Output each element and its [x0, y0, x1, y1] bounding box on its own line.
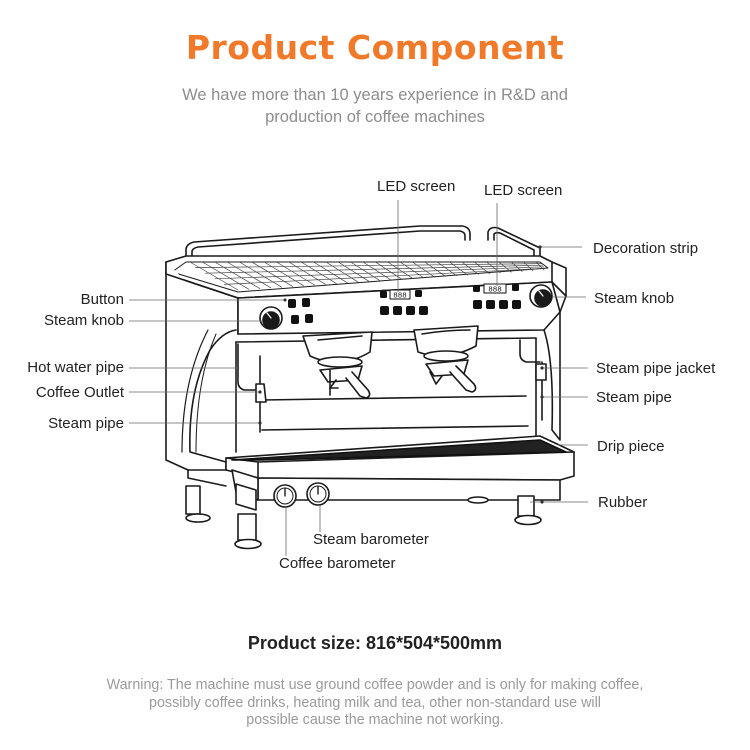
grid-cross-bar — [214, 266, 544, 280]
grid-bar — [276, 261, 315, 286]
warning-line-3: possible cause the machine not working. — [246, 712, 504, 728]
grid-bar — [288, 261, 326, 285]
grid-bar — [251, 261, 293, 287]
grid-bar — [202, 261, 250, 290]
warning-line-2: possibly coffee drinks, heating milk and… — [149, 694, 601, 711]
grid-bar — [362, 261, 392, 281]
grid-bar — [461, 261, 479, 275]
label-rubber: Rubber — [598, 494, 648, 511]
subtitle-line-1: We have more than 10 years experience in… — [182, 86, 568, 104]
label-led-screen-right: LED screen — [484, 182, 563, 199]
decoration-strip-rail — [185, 225, 541, 259]
group-head-right — [413, 325, 479, 393]
led-digits-right: 888 — [488, 287, 502, 295]
label-drip-piece: Drip piece — [597, 438, 665, 455]
label-led-screen-left: LED screen — [377, 178, 456, 195]
subtitle: We have more than 10 years experience in… — [0, 84, 750, 128]
grid-bar — [189, 261, 239, 291]
grid-bar — [325, 261, 359, 283]
lower-front-panel — [231, 469, 561, 511]
grid-bar — [239, 261, 283, 288]
control-buttons — [283, 284, 521, 324]
steam-knob-right — [529, 284, 553, 308]
label-hot-water-pipe: Hot water pipe — [27, 359, 124, 376]
label-coffee-barometer: Coffee barometer — [279, 555, 396, 572]
grid-bar — [313, 261, 348, 284]
label-steam-barometer: Steam barometer — [313, 531, 429, 548]
grid-bar — [375, 261, 403, 280]
label-coffee-outlet: Coffee Outlet — [35, 384, 124, 401]
grid-bar — [412, 261, 436, 278]
grid-bar — [399, 261, 425, 279]
label-steam-pipe-left: Steam pipe — [48, 415, 124, 432]
warning-text: Warning: The machine must use ground cof… — [0, 677, 750, 730]
grid-cross-bar — [195, 263, 542, 268]
led-display-right — [483, 283, 507, 294]
grid-bar — [350, 261, 381, 282]
label-steam-pipe-jacket: Steam pipe jacket — [596, 360, 716, 377]
grid-bar — [214, 261, 261, 289]
label-decoration-strip: Decoration strip — [593, 240, 699, 257]
steam-knob-left — [259, 306, 283, 330]
grid-bar — [449, 261, 468, 276]
grid-bar — [226, 261, 272, 289]
leader-lines — [129, 200, 588, 556]
machine-feet — [185, 485, 542, 550]
grid-bar — [387, 261, 414, 279]
led-display-left — [389, 289, 411, 300]
label-button: Button — [80, 291, 124, 308]
group-head-left — [302, 331, 373, 399]
label-steam-knob-right: Steam knob — [594, 290, 675, 307]
label-steam-knob-left: Steam knob — [43, 312, 124, 329]
product-size: Product size: 816*504*500mm — [247, 633, 503, 653]
steam-pipe-right — [519, 339, 547, 421]
page-title: Product Component — [185, 28, 565, 67]
drip-tray — [225, 435, 575, 481]
steam-pipe-left — [237, 343, 267, 433]
barometers — [273, 482, 330, 508]
grid-cross-bar — [224, 268, 546, 285]
warning-line-1: Warning: The machine must use ground cof… — [106, 677, 644, 693]
grid-bar — [424, 261, 446, 277]
grid-bar — [263, 261, 304, 287]
subtitle-line-2: production of coffee machines — [265, 108, 485, 126]
grid-bar — [337, 261, 370, 282]
label-steam-pipe-right: Steam pipe — [596, 389, 672, 406]
grid-bar — [300, 261, 337, 284]
grid-bar — [436, 261, 457, 277]
grid-cross-bar — [204, 264, 543, 274]
led-digits-left: 888 — [393, 293, 407, 301]
